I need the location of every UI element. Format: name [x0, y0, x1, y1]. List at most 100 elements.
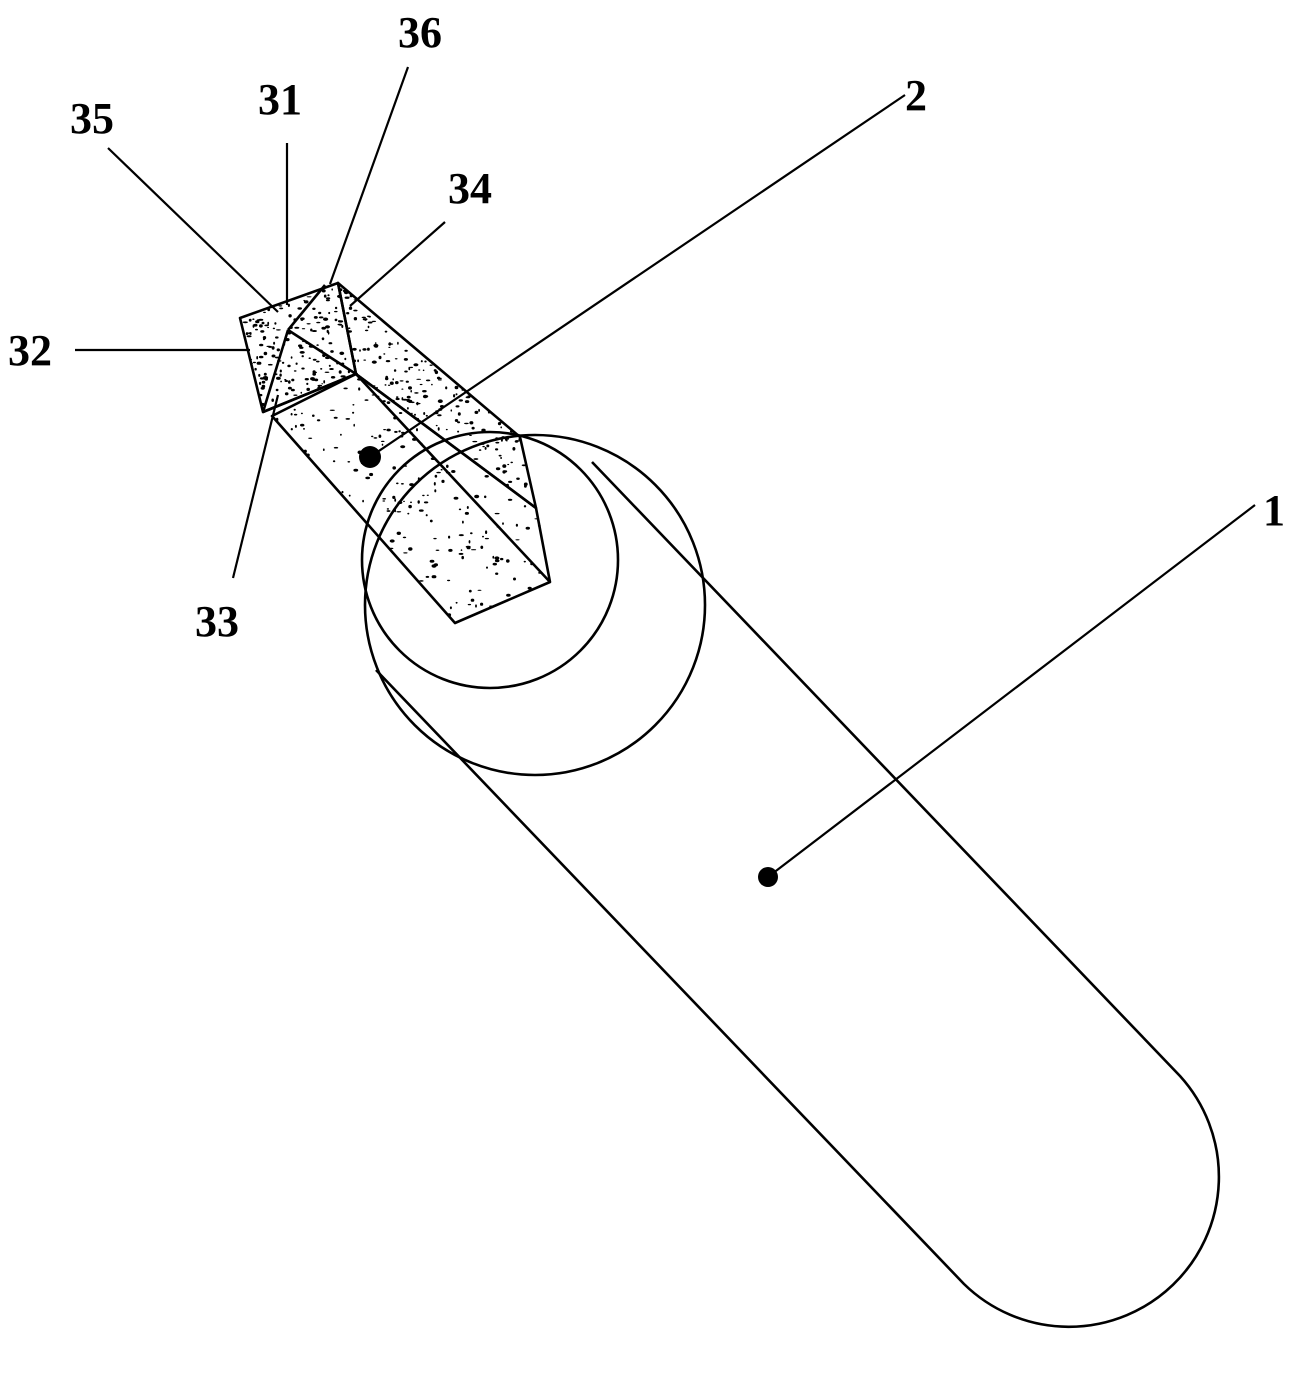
speck — [514, 440, 519, 443]
speck — [297, 307, 303, 310]
speck — [422, 394, 428, 399]
speck — [417, 477, 420, 481]
speck — [505, 483, 509, 487]
speck — [271, 346, 275, 350]
speck — [381, 443, 384, 446]
speck — [448, 548, 453, 552]
speck — [439, 377, 442, 380]
speck — [272, 327, 276, 330]
leader-1 — [767, 504, 1256, 878]
speck — [446, 464, 449, 468]
speck — [416, 428, 418, 432]
speck — [407, 407, 409, 410]
speck — [312, 372, 317, 376]
speck — [412, 437, 417, 441]
speck — [445, 472, 451, 474]
speck — [437, 399, 443, 404]
speck — [494, 559, 500, 563]
speck — [347, 330, 352, 333]
speck — [467, 603, 472, 606]
speck — [256, 356, 259, 360]
speck — [267, 321, 270, 326]
speck — [414, 413, 416, 416]
speck — [500, 457, 502, 459]
speck — [260, 402, 265, 407]
speck — [397, 341, 399, 345]
speck — [287, 386, 292, 390]
label-32: 32 — [8, 326, 52, 375]
speck — [436, 471, 441, 474]
speck — [352, 411, 355, 414]
speck — [322, 448, 325, 452]
speck — [474, 410, 479, 414]
speck — [301, 328, 306, 330]
speck — [437, 427, 440, 431]
speck — [267, 363, 273, 366]
speck — [285, 338, 290, 342]
speck — [403, 552, 408, 554]
speck — [345, 418, 351, 420]
speck — [341, 490, 344, 494]
speck — [348, 327, 351, 330]
speck — [282, 342, 286, 346]
speck — [334, 306, 338, 310]
speck — [484, 495, 487, 499]
leader-lines — [75, 66, 1256, 887]
speck — [323, 380, 326, 384]
speck — [506, 437, 509, 440]
speck — [447, 579, 451, 582]
speck — [258, 373, 261, 377]
leader-2-dot — [359, 446, 381, 468]
speck — [321, 337, 325, 341]
speck — [430, 457, 436, 461]
speck — [279, 307, 284, 310]
speck — [396, 511, 402, 513]
reference-labels: 1 2 31 32 33 34 35 36 — [8, 8, 1285, 646]
speck — [383, 429, 387, 431]
speck — [408, 431, 413, 434]
speck — [408, 547, 413, 551]
speck — [399, 380, 404, 382]
speck — [401, 397, 404, 401]
speck — [417, 500, 420, 504]
speck — [429, 519, 433, 523]
speck — [361, 316, 366, 319]
speck — [494, 512, 500, 515]
speck — [470, 598, 475, 602]
speck — [252, 318, 255, 321]
label-36: 36 — [398, 8, 442, 57]
speck — [339, 351, 345, 355]
speck — [408, 504, 412, 509]
speck — [362, 348, 367, 351]
speck — [259, 343, 264, 347]
speck — [393, 369, 397, 372]
speck — [310, 328, 313, 332]
speck — [503, 470, 508, 473]
bit-tip-cap — [238, 281, 358, 414]
speck — [407, 512, 410, 515]
speck — [252, 361, 256, 364]
speck — [344, 357, 347, 361]
speck — [300, 412, 303, 415]
speck — [402, 398, 408, 401]
speck — [506, 559, 510, 563]
label-34: 34 — [448, 164, 492, 213]
speck — [338, 320, 341, 322]
speck — [376, 386, 378, 389]
speck — [362, 499, 364, 503]
speck — [321, 383, 324, 385]
speck — [510, 461, 513, 464]
speck — [403, 500, 405, 503]
speck — [301, 367, 305, 370]
speck — [420, 360, 423, 363]
speck — [248, 318, 252, 322]
speck — [440, 468, 443, 471]
speck — [304, 378, 309, 381]
speck — [385, 360, 391, 363]
speck — [437, 379, 442, 381]
speck — [384, 330, 388, 333]
speck — [392, 378, 395, 381]
speck — [515, 539, 520, 541]
speck — [306, 296, 312, 298]
